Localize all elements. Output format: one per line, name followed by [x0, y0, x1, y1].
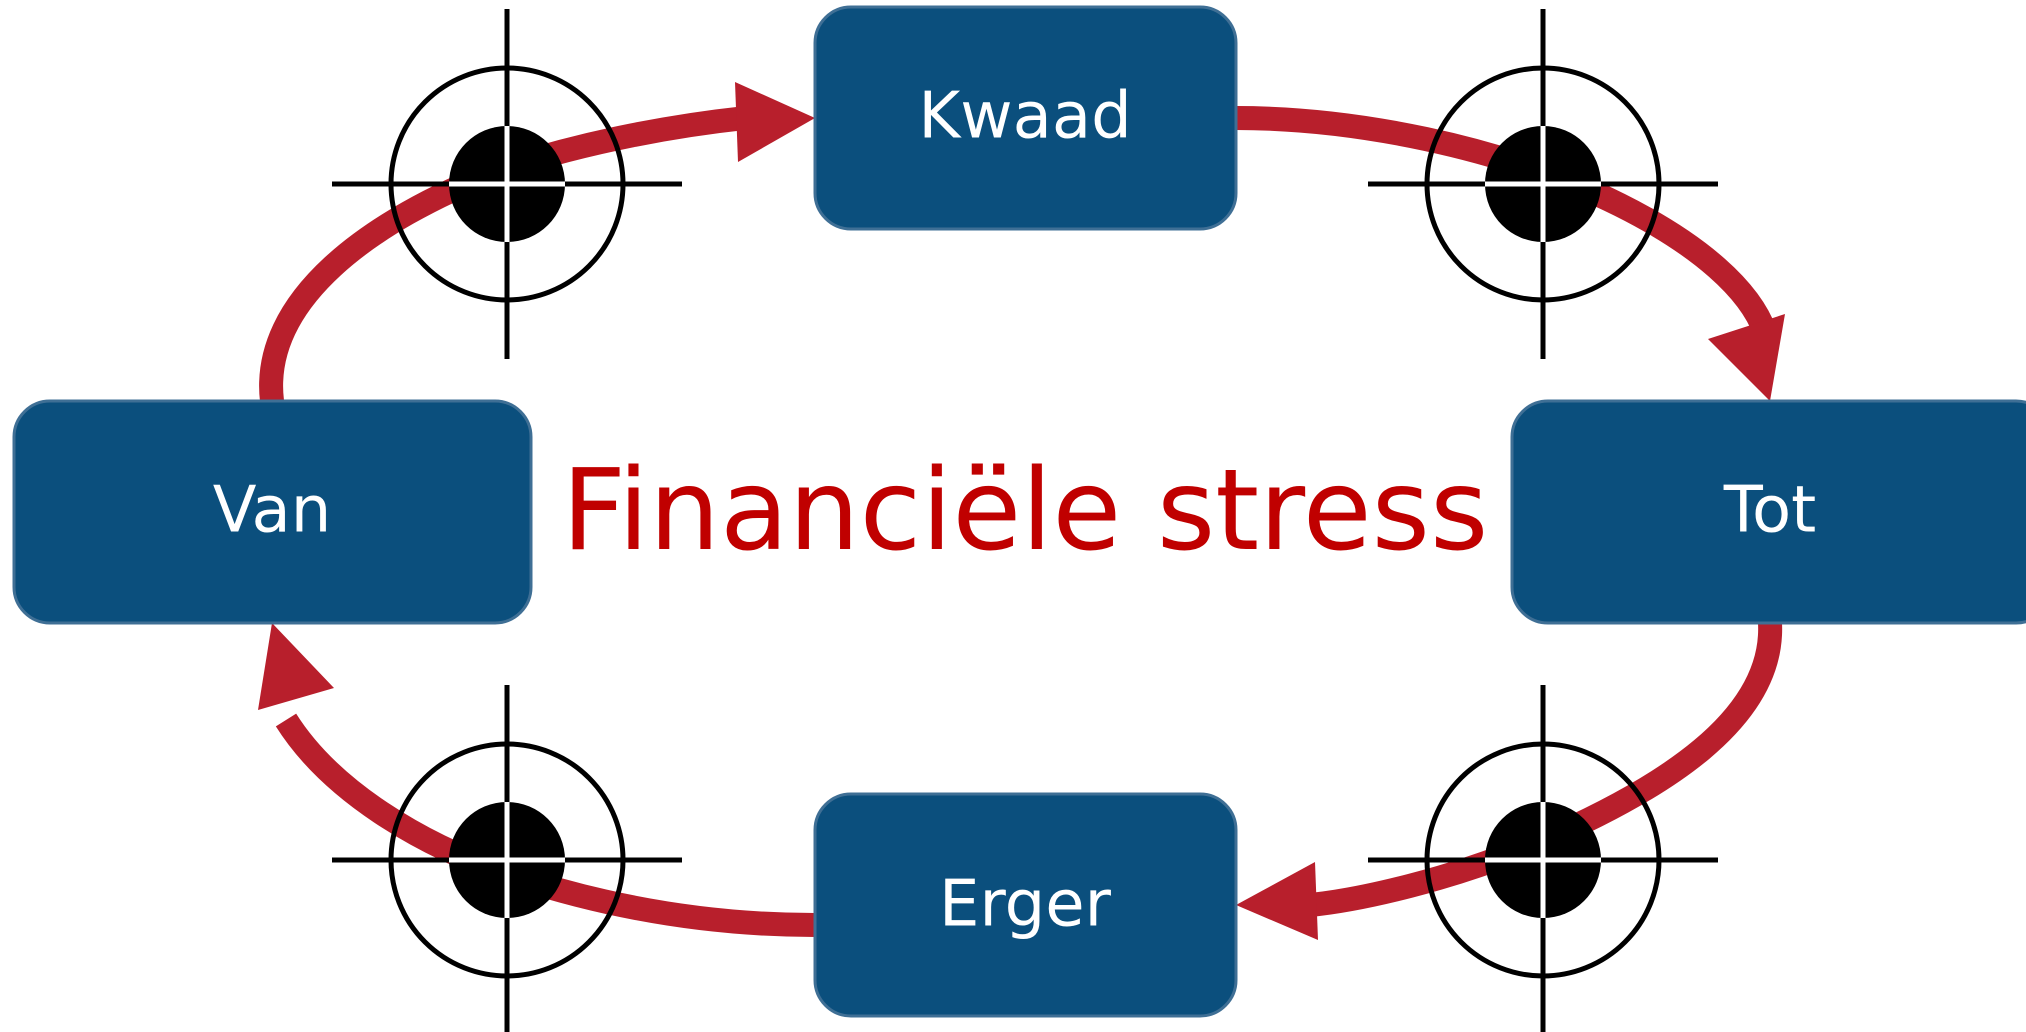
crosshair-target-icon: [332, 685, 682, 1032]
node-van: Van: [12, 399, 533, 625]
crosshair-target-icon: [1368, 9, 1718, 359]
node-erger: Erger: [813, 792, 1238, 1018]
node-label-tot: Tot: [1723, 474, 1816, 548]
arrowhead-into-erger: [1236, 862, 1318, 940]
node-label-kwaad: Kwaad: [918, 80, 1131, 154]
arrowheads: [258, 82, 1785, 940]
crosshair-target-icon: [332, 9, 682, 359]
arrowhead-into-van: [258, 623, 334, 710]
node-tot: Tot: [1510, 399, 2026, 625]
node-label-van: Van: [213, 474, 332, 548]
node-label-erger: Erger: [939, 868, 1112, 942]
arrowhead-into-kwaad: [735, 82, 815, 162]
arrowhead-into-tot: [1708, 314, 1785, 401]
crosshair-target-icon: [1368, 685, 1718, 1032]
diagram-title: Financiële stress: [562, 446, 1489, 576]
node-kwaad: Kwaad: [813, 5, 1238, 231]
